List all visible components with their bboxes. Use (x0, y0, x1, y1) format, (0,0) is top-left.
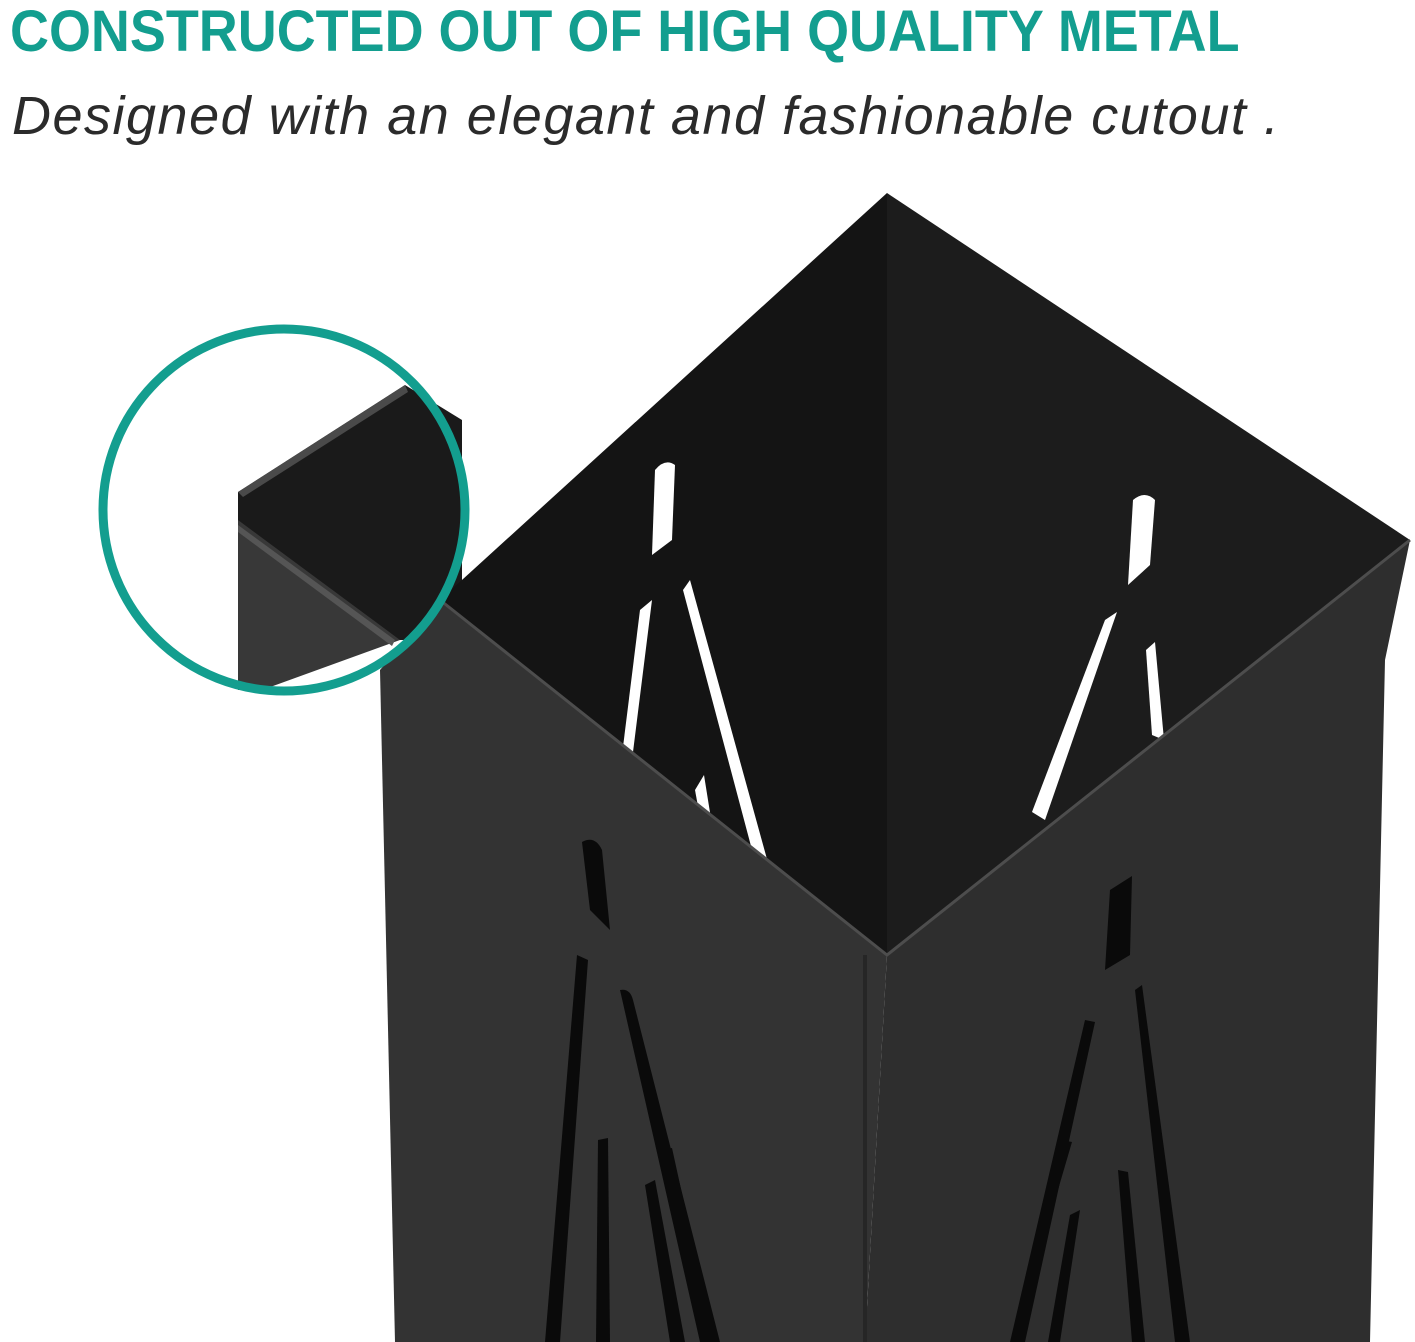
magnifier-circle-icon (98, 324, 470, 696)
stand-interior-left (440, 193, 887, 955)
headline: CONSTRUCTED OUT OF HIGH QUALITY METAL (10, 0, 1240, 64)
stand-front-left-face (380, 600, 887, 1342)
front-cutouts (545, 839, 1190, 1342)
detail-corner (238, 385, 462, 690)
subheadline: Designed with an elegant and fashionable… (12, 86, 1281, 146)
stand-interior-right (887, 193, 1410, 955)
stand-front-right-face (865, 540, 1410, 1342)
